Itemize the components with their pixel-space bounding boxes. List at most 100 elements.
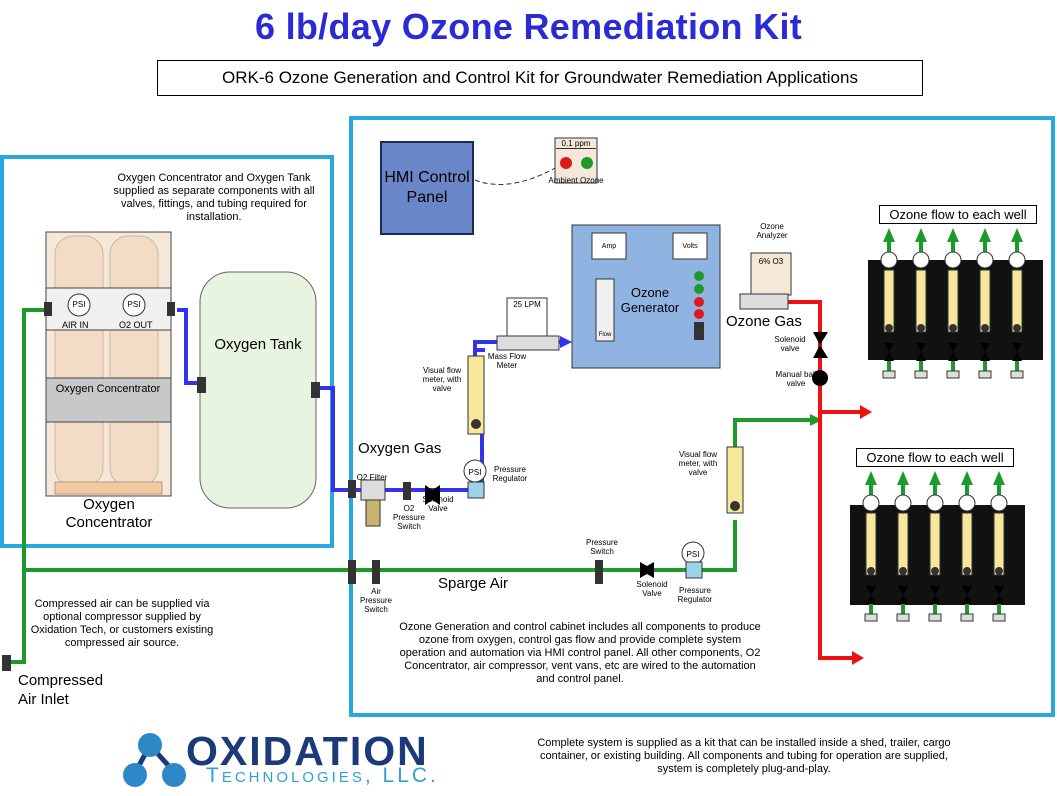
flow-meter-tube — [1011, 269, 1023, 333]
up-arrow-icon — [897, 471, 909, 485]
up-arrow-icon — [865, 471, 877, 485]
ozone-analyzer-label: Ozone Analyzer — [756, 222, 788, 240]
pressure-regulator-label: Pressure Regulator — [492, 465, 528, 483]
solenoid-valve-2-label: Solenoid Valve — [636, 580, 668, 598]
ozone-arrow-2 — [852, 651, 864, 665]
well-column — [944, 228, 962, 379]
ambient-label: Ambient Ozone — [548, 176, 604, 185]
manual-ball-valve — [812, 370, 828, 386]
flow-meter-tube — [961, 512, 973, 576]
logo-subtitle: Technologies, LLC. — [206, 764, 439, 787]
o2-filter-label: O2 Filter — [356, 473, 388, 482]
oxygen-concentrator — [44, 231, 175, 497]
valve-icon — [980, 343, 990, 352]
up-arrow-icon — [1011, 228, 1023, 242]
o2-pressure-switch-label: O2 Pressure Switch — [392, 504, 425, 531]
well-column — [990, 471, 1008, 622]
manifold-fitting — [960, 613, 974, 622]
valve-icon — [962, 586, 972, 595]
oxygen-section-border — [0, 155, 334, 548]
logo-molecule-icon — [123, 733, 186, 787]
manifold-2-title: Ozone flow to each well — [856, 448, 1014, 467]
oxygen-arrow — [560, 336, 572, 348]
pressure-gauge-icon — [862, 494, 880, 512]
valve-icon — [898, 586, 908, 595]
flow-meter-tube — [865, 512, 877, 576]
flow-meter-label: Flow — [598, 332, 612, 338]
subtitle: ORK-6 Ozone Generation and Control Kit f… — [157, 60, 923, 96]
well-column — [976, 228, 994, 379]
manifold-fitting — [1010, 370, 1024, 379]
psi-label: PSI — [468, 468, 482, 477]
visual-flow-meter-label: Visual flow meter, with valve — [422, 366, 462, 393]
air-pressure-switch-body — [372, 560, 380, 584]
air-pressure-switch-label: Air Pressure Switch — [359, 587, 392, 614]
psi-label-2: PSI — [686, 550, 700, 559]
pressure-gauge-icon — [958, 494, 976, 512]
air-switch-fitting — [348, 560, 356, 584]
manual-ball-valve-label: Manual ball valve — [775, 370, 817, 388]
pressure-gauge-icon — [976, 251, 994, 269]
manifold-fitting — [882, 370, 896, 379]
up-arrow-icon — [961, 471, 973, 485]
hmi-label: HMI Control Panel — [384, 169, 470, 206]
flow-meter-tube — [915, 269, 927, 333]
pressure-switch-label: Pressure Switch — [585, 538, 618, 556]
valve-icon — [1012, 343, 1022, 352]
volts-meter-label: Volts — [682, 243, 698, 250]
ozone-generator-label: Ozone Generator — [620, 285, 680, 315]
concentrator-label: Oxygen Concentrator — [65, 496, 153, 531]
well-column — [912, 228, 930, 379]
flow-meter-tube — [897, 512, 909, 576]
hmi-control-panel[interactable]: HMI Control Panel — [380, 141, 474, 235]
valve-icon — [930, 586, 940, 595]
oxygen-tank-body — [199, 271, 317, 509]
oxygen-tank-label: Oxygen Tank — [214, 336, 302, 353]
concentrator-panel-label: Oxygen Concentrator — [55, 383, 161, 395]
logo-name: OXIDATION — [186, 728, 429, 774]
flow-meter-tube — [979, 269, 991, 333]
ozone-solenoid-label: Solenoid valve — [774, 335, 806, 353]
well-column — [880, 228, 898, 379]
manifold-fitting — [946, 370, 960, 379]
flow-meter-2 — [726, 446, 744, 514]
manifold-fitting — [992, 613, 1006, 622]
flow-meter-tube — [883, 269, 895, 333]
mass-flow-reading: 25 LPM — [513, 300, 541, 309]
ambient-reading: 0.1 ppm — [556, 139, 596, 149]
o2-out-label: O2 OUT — [119, 320, 153, 330]
air-arrow — [810, 414, 822, 426]
oxygen-note: Oxygen Concentrator and Oxygen Tank supp… — [113, 172, 315, 223]
manifold-fitting — [864, 613, 878, 622]
ozone-analyzer-reading: 6% O3 — [758, 257, 784, 266]
oxygen-gas-label: Oxygen Gas — [358, 440, 442, 457]
pressure-regulator-2-label: Pressure Regulator — [677, 586, 713, 604]
ozone-line — [785, 300, 864, 660]
up-arrow-icon — [883, 228, 895, 242]
manifold-fitting — [914, 370, 928, 379]
well-column — [958, 471, 976, 622]
cabinet-section-border — [349, 116, 1055, 717]
flow-meter-1 — [467, 355, 485, 435]
mass-flow-meter — [506, 297, 548, 339]
air-in-label: AIR IN — [62, 320, 89, 330]
o2-filter — [360, 479, 386, 501]
flow-meter-tube — [929, 512, 941, 576]
o2-pressure-switch-body — [403, 482, 411, 500]
page-title: 6 lb/day Ozone Remediation Kit — [254, 6, 803, 47]
pressure-switch-body — [595, 560, 603, 584]
pressure-gauge-icon — [880, 251, 898, 269]
manifold-fitting — [928, 613, 942, 622]
up-arrow-icon — [915, 228, 927, 242]
up-arrow-icon — [993, 471, 1005, 485]
sparge-air-label: Sparge Air — [438, 575, 509, 592]
pressure-gauge-icon — [1008, 251, 1026, 269]
pressure-gauge-icon — [944, 251, 962, 269]
well-column — [894, 471, 912, 622]
complete-system-note: Complete system is supplied as a kit tha… — [537, 737, 951, 775]
well-column — [1008, 228, 1026, 379]
sparge-air-line — [8, 308, 810, 664]
pressure-gauge-icon — [990, 494, 1008, 512]
manifold-1-title: Ozone flow to each well — [879, 205, 1037, 224]
